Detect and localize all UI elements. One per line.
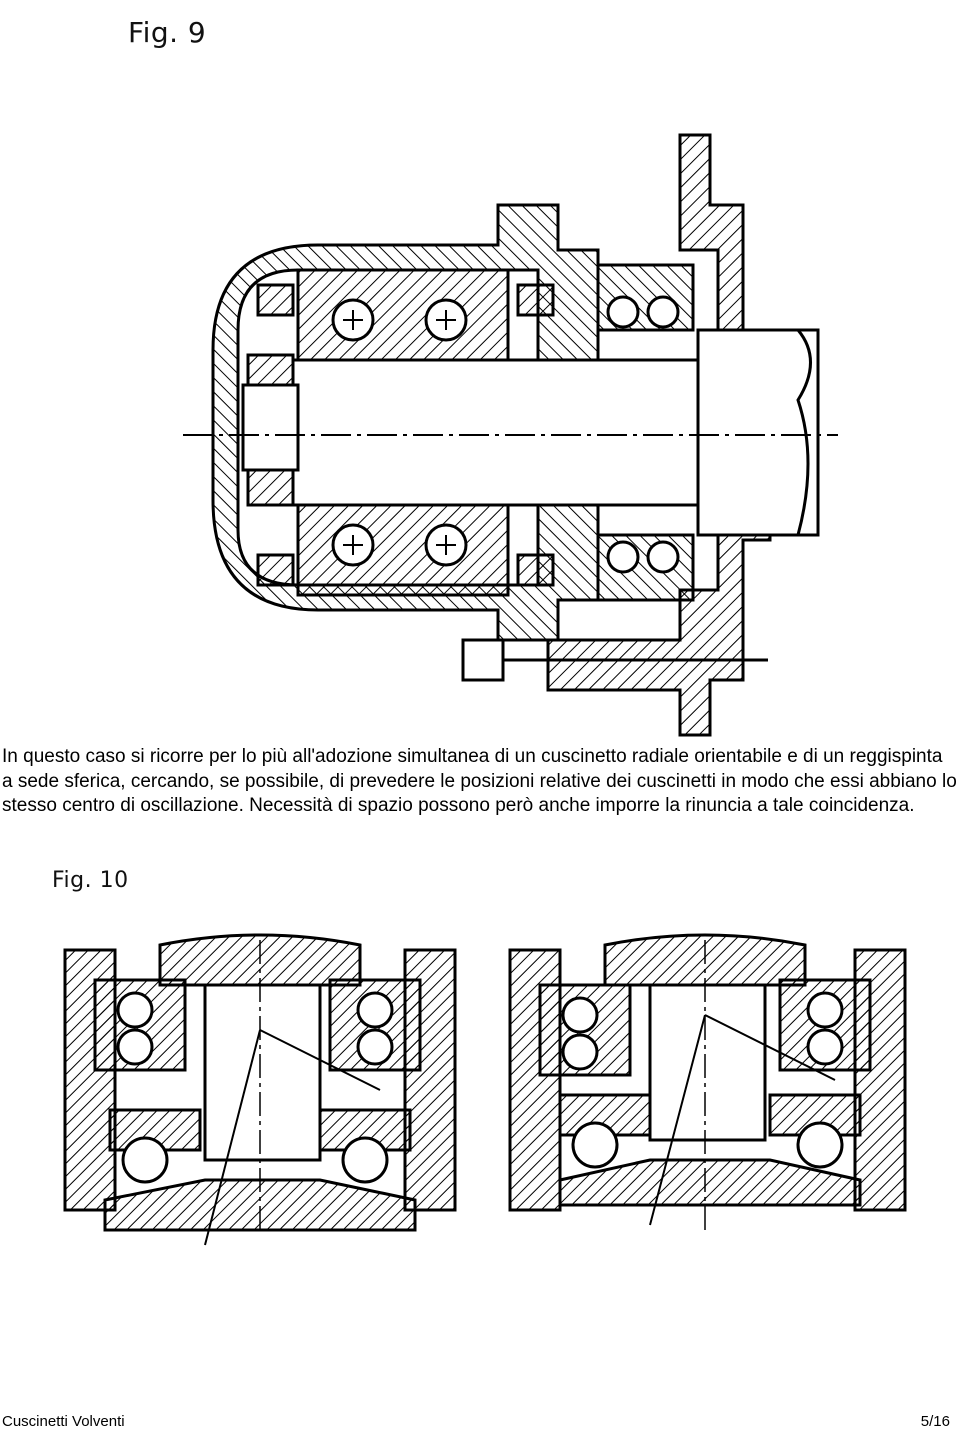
footer-page-number: 5/16 bbox=[920, 1413, 950, 1430]
figure-9-label: Fig. 9 bbox=[128, 16, 207, 49]
body-paragraph: In questo caso si ricorre per lo più all… bbox=[2, 746, 957, 816]
fig10-right-arrangement bbox=[508, 933, 907, 1226]
figure-9-bearing-assembly-drawing bbox=[183, 133, 838, 737]
figure-10-bearing-arrangements-drawing bbox=[63, 933, 907, 1246]
figure-10-label: Fig. 10 bbox=[52, 868, 129, 893]
fig10-left-arrangement bbox=[63, 933, 457, 1246]
footer-document-title: Cuscinetti Volventi bbox=[2, 1413, 125, 1430]
